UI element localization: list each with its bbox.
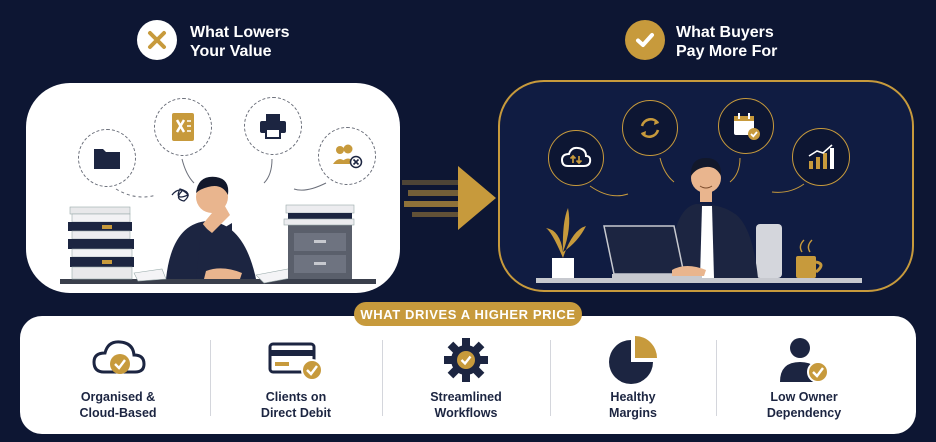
excel-icon: [154, 98, 212, 156]
transition-arrow: [402, 166, 496, 230]
gear-check-icon: [444, 338, 488, 382]
cloud-check-icon: [92, 340, 146, 374]
left-header-line2: Your Value: [190, 43, 272, 60]
driver-organised: Organised & Cloud-Based: [48, 316, 188, 434]
calendar-check-icon: [718, 98, 774, 154]
driver-label-line1: Organised &: [80, 390, 156, 404]
driver-direct-debit: Clients on Direct Debit: [226, 316, 366, 434]
driver-label: Low Owner Dependency: [734, 389, 874, 421]
divider: [382, 340, 383, 416]
pie-chart-icon: [609, 336, 657, 384]
refresh-icon: [622, 100, 678, 156]
divider: [716, 340, 717, 416]
divider: [550, 340, 551, 416]
check-icon: [625, 20, 665, 60]
growth-chart-icon: [792, 128, 850, 186]
printer-icon: [244, 97, 302, 155]
driver-label-line2: Cloud-Based: [79, 406, 157, 420]
driver-label: Organised & Cloud-Based: [48, 389, 188, 421]
cloud-sync-icon: [548, 130, 604, 186]
team-icon: [318, 127, 376, 185]
right-header-title: What Buyers Pay More For: [676, 23, 777, 61]
driver-label-line1: Clients on: [265, 390, 327, 404]
left-scene-panel: [26, 83, 400, 293]
divider: [210, 340, 211, 416]
drivers-panel: Organised & Cloud-Based Clients on Direc…: [20, 316, 916, 434]
driver-label-line1: Streamlined: [430, 390, 502, 404]
right-header-line2: Pay More For: [676, 43, 778, 60]
driver-workflows: Streamlined Workflows: [396, 316, 536, 434]
driver-label-line2: Dependency: [766, 406, 842, 420]
driver-margins: Healthy Margins: [563, 316, 703, 434]
x-icon: [137, 20, 177, 60]
left-header-title: What Lowers Your Value: [190, 23, 290, 61]
driver-label-line2: Direct Debit: [260, 406, 332, 420]
driver-label: Clients on Direct Debit: [226, 389, 366, 421]
tidy-office-illustration: [536, 157, 862, 283]
person-check-icon: [780, 338, 829, 383]
driver-label-line1: Healthy: [610, 390, 656, 404]
driver-label-line2: Workflows: [434, 406, 498, 420]
messy-office-illustration: [60, 158, 376, 284]
folder-icon: [78, 129, 136, 187]
left-header-line1: What Lowers: [190, 24, 290, 41]
right-header-line1: What Buyers: [676, 24, 774, 41]
driver-label: Streamlined Workflows: [396, 389, 536, 421]
right-scene-panel: [498, 80, 914, 292]
card-check-icon: [268, 342, 323, 381]
driver-label-line1: Low Owner: [770, 390, 838, 404]
driver-owner-dependency: Low Owner Dependency: [734, 316, 874, 434]
section-badge: WHAT DRIVES A HIGHER PRICE: [354, 302, 582, 326]
driver-label-line2: Margins: [609, 406, 657, 420]
driver-label: Healthy Margins: [563, 389, 703, 421]
